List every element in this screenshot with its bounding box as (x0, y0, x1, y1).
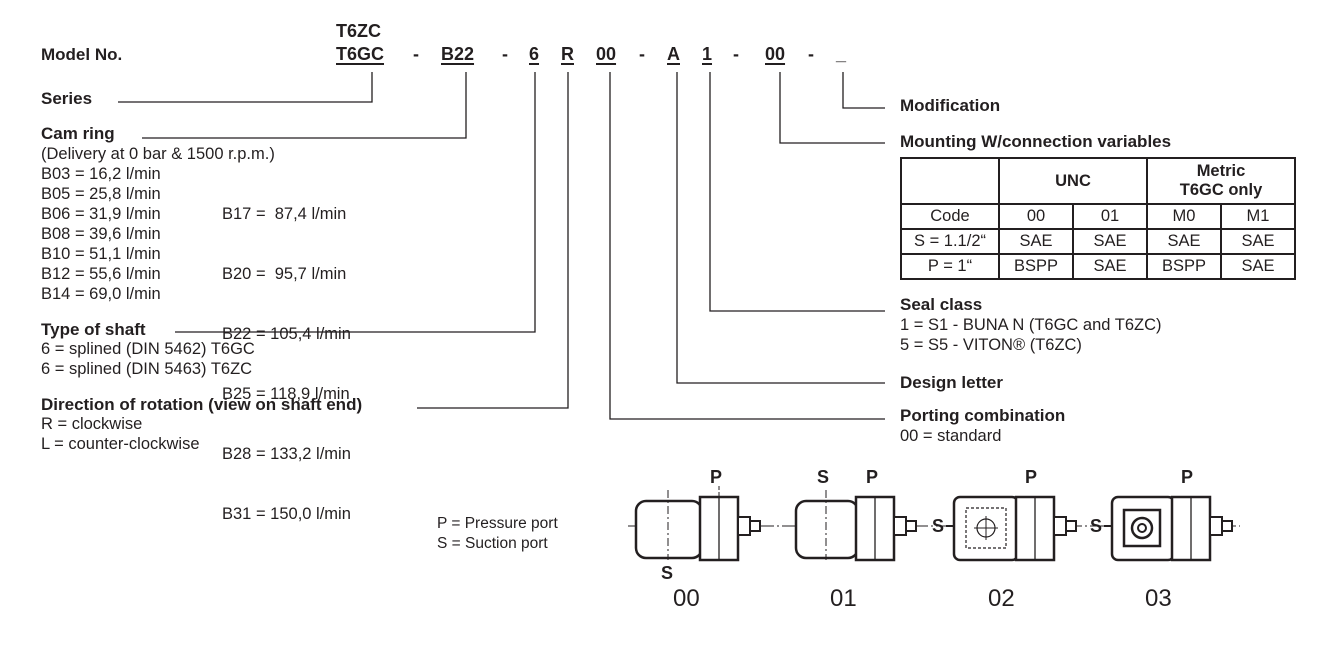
pump-01 (794, 490, 917, 562)
metric-header-line: Metric (1196, 162, 1246, 180)
rotation-list: R = clockwise L = counter-clockwise (41, 414, 200, 454)
table-cell: S = 1.1/2“ (900, 228, 1000, 255)
suction-port-label: S (661, 563, 674, 583)
metric-header-line: T6GC only (1179, 181, 1263, 199)
cam-ring-item: B14 = 69,0 l/min (41, 285, 161, 303)
cam-ring-item: B12 = 55,6 l/min (41, 265, 161, 283)
pressure-port-label: P (710, 467, 723, 487)
mounting-title: Mounting W/connection variables (900, 132, 1172, 151)
seal-title: Seal class (900, 295, 983, 314)
shaft-item: 6 = splined (DIN 5463) T6ZC (41, 360, 253, 378)
pump-00 (634, 486, 761, 562)
pressure-port-label: P (866, 467, 879, 487)
table-row: S = 1.1/2“ SAE SAE SAE SAE (900, 228, 1296, 255)
code-dash-2: - (502, 44, 508, 64)
shaft-item: 6 = splined (DIN 5462) T6GC (41, 340, 255, 358)
cam-ring-item: B05 = 25,8 l/min (41, 185, 161, 203)
cam-ring-item: B03 = 16,2 l/min (41, 165, 161, 183)
table-row: P = 1“ BSPP SAE BSPP SAE (900, 253, 1296, 280)
table-cell: SAE (1220, 228, 1296, 255)
code-design: A (667, 44, 680, 64)
table-cell: SAE (1146, 228, 1222, 255)
seal-item: 5 = S5 - VITON® (T6ZC) (900, 336, 1082, 354)
cam-ring-item: B10 = 51,1 l/min (41, 245, 161, 263)
shaft-list: 6 = splined (DIN 5462) T6GC 6 = splined … (41, 339, 255, 379)
table-cell: M1 (1220, 203, 1296, 230)
cam-ring-title: Cam ring (41, 124, 115, 143)
cam-ring-item: B31 = 150,0 l/min (222, 505, 351, 523)
table-corner (900, 157, 1000, 205)
porting-number: 03 (1145, 585, 1172, 612)
cam-ring-item: B08 = 39,6 l/min (41, 225, 161, 243)
code-series: T6GC (336, 44, 385, 64)
suction-port-label: S (1090, 516, 1103, 536)
code-shaft: 6 (529, 44, 540, 64)
porting-number: 01 (830, 585, 857, 612)
table-cell: M0 (1146, 203, 1222, 230)
seal-list: 1 = S1 - BUNA N (T6GC and T6ZC) 5 = S5 -… (900, 315, 1162, 355)
rotation-item: R = clockwise (41, 415, 143, 433)
table-cell: BSPP (1146, 253, 1222, 280)
table-cell: 01 (1072, 203, 1148, 230)
shaft-title: Type of shaft (41, 320, 146, 339)
code-porting: 00 (596, 44, 617, 64)
table-cell: 00 (998, 203, 1074, 230)
cam-ring-item: B06 = 31,9 l/min (41, 205, 161, 223)
modification-title: Modification (900, 96, 1001, 115)
rotation-title: Direction of rotation (view on shaft end… (41, 395, 363, 414)
series-title: Series (41, 89, 93, 108)
cam-ring-item: B28 = 133,2 l/min (222, 445, 351, 463)
table-cell: SAE (1072, 228, 1148, 255)
table-row: Code 00 01 M0 M1 (900, 203, 1296, 230)
table-cell: BSPP (998, 253, 1074, 280)
code-seal: 1 (702, 44, 713, 64)
cam-ring-list-2: B17 = 87,4 l/min B20 = 95,7 l/min B22 = … (222, 164, 351, 544)
cam-ring-list-1: B03 = 16,2 l/min B05 = 25,8 l/min B06 = … (41, 164, 161, 304)
cam-ring-item: B22 = 105,4 l/min (222, 325, 351, 343)
table-cell: SAE (998, 228, 1074, 255)
table-cell: SAE (1220, 253, 1296, 280)
code-cam-ring: B22 (441, 44, 475, 64)
table-cell: SAE (1072, 253, 1148, 280)
code-dash-3: - (639, 44, 645, 64)
metric-header: Metric T6GC only (1146, 157, 1296, 205)
porting-title: Porting combination (900, 406, 1066, 425)
design-letter-title: Design letter (900, 373, 1003, 392)
series-code-top: T6ZC (336, 21, 381, 41)
cam-ring-delivery: (Delivery at 0 bar & 1500 r.p.m.) (41, 145, 275, 163)
pump-03 (1104, 495, 1233, 562)
pressure-port-label: P (1025, 467, 1038, 487)
pump-02 (946, 495, 1077, 562)
port-legend: P = Pressure port S = Suction port (437, 514, 558, 554)
code-dash-4: - (733, 44, 739, 64)
seal-item: 1 = S1 - BUNA N (T6GC and T6ZC) (900, 316, 1162, 334)
unc-header: UNC (998, 157, 1148, 205)
model-label: Model No. (41, 45, 123, 64)
porting-number: 00 (673, 585, 700, 612)
code-modification: _ (836, 44, 847, 64)
legend-item: P = Pressure port (437, 515, 558, 532)
code-dash-1: - (413, 44, 419, 64)
connection-table: UNC Metric T6GC only Code 00 01 M0 M1 S … (900, 157, 1296, 280)
suction-port-label: S (932, 516, 945, 536)
code-dash-5: - (808, 44, 814, 64)
table-cell: Code (900, 203, 1000, 230)
porting-number: 02 (988, 585, 1015, 612)
cam-ring-item: B25 = 118,9 l/min (222, 385, 350, 403)
code-mounting: 00 (765, 44, 786, 64)
code-rotation: R (561, 44, 574, 64)
cam-ring-item: B17 = 87,4 l/min (222, 205, 347, 223)
pressure-port-label: P (1181, 467, 1194, 487)
table-cell: P = 1“ (900, 253, 1000, 280)
cam-ring-item: B20 = 95,7 l/min (222, 265, 347, 283)
suction-port-label: S (817, 467, 830, 487)
rotation-item: L = counter-clockwise (41, 435, 200, 453)
legend-item: S = Suction port (437, 535, 548, 552)
porting-item: 00 = standard (900, 427, 1002, 445)
